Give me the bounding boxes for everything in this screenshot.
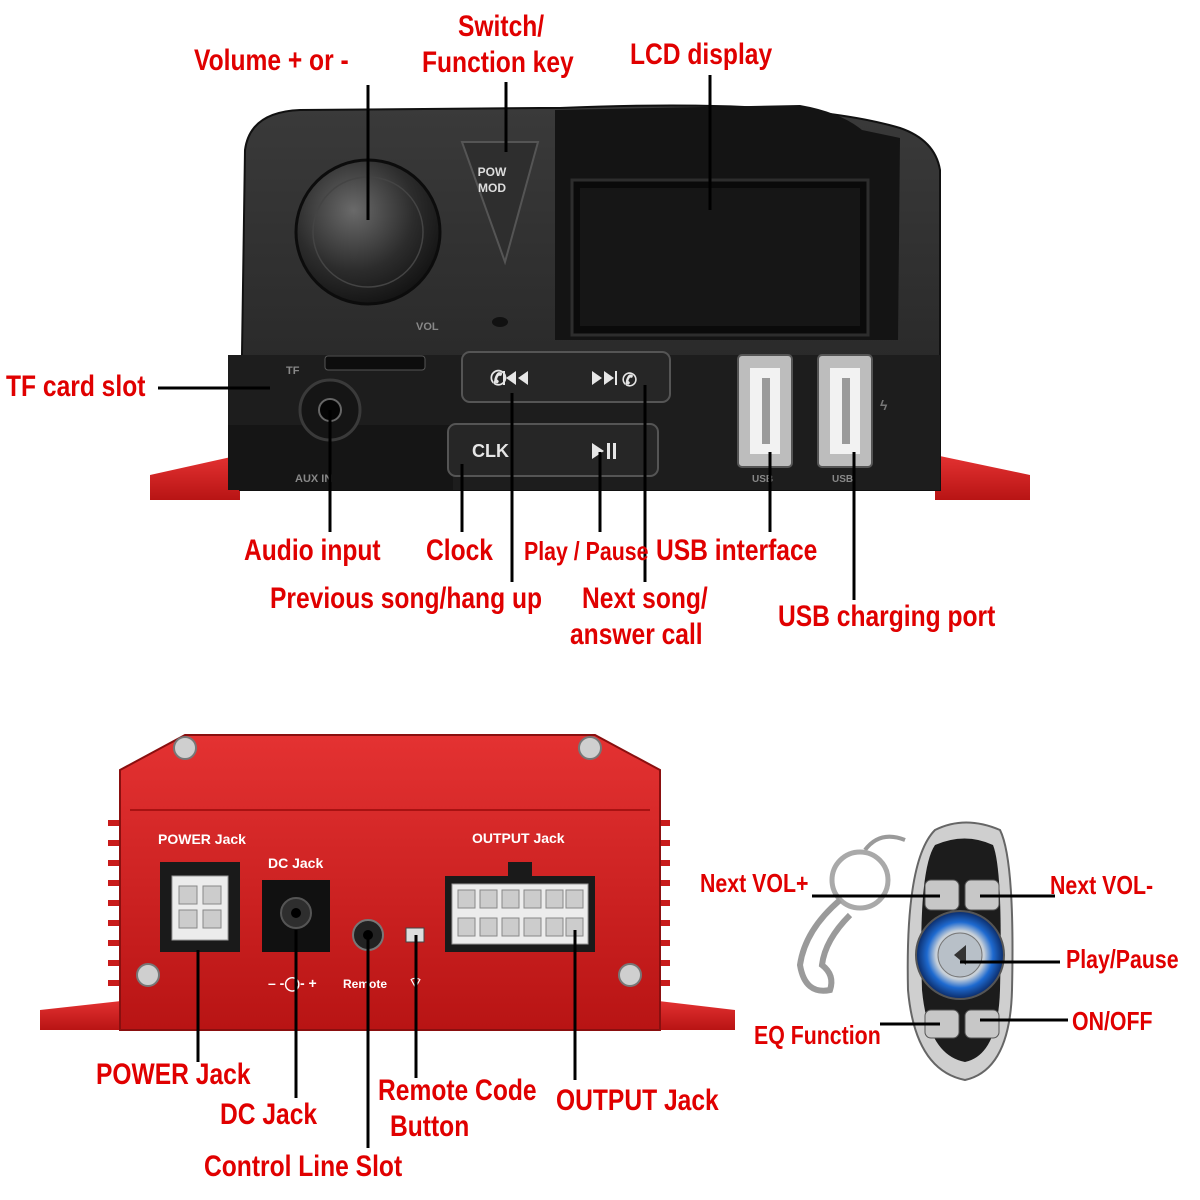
keyring (863, 834, 906, 852)
usb-text-2: USB (832, 474, 853, 485)
label-switch-line1: Switch/ (458, 10, 545, 43)
label-usb-interface: USB interface (656, 534, 818, 567)
label-remote-play-pause: Play/Pause (1066, 944, 1179, 974)
label-control-line: Control Line Slot (204, 1150, 403, 1183)
pow-mod-button[interactable] (460, 141, 540, 266)
screws (136, 736, 642, 987)
tf-text: TF (286, 365, 300, 377)
pow-text: POW (478, 165, 507, 179)
label-clock: Clock (426, 534, 493, 567)
rear-right-flange (650, 1000, 735, 1030)
remote-leader-lines (812, 894, 1068, 1026)
left-mounting-flange (150, 455, 240, 500)
previous-hangup-button[interactable]: ✆ (490, 368, 528, 390)
prev-next-button-bar (461, 351, 671, 403)
dc-jack-print: DC Jack (268, 855, 323, 871)
usb-text-1: USB (752, 474, 773, 485)
label-play-pause: Play / Pause (524, 536, 649, 566)
rear-housing (119, 734, 661, 1031)
prev-track-icon (506, 371, 516, 385)
right-mounting-flange (935, 455, 1030, 500)
aux-text: AUX IN (295, 473, 332, 485)
play-pause-button[interactable] (592, 443, 616, 459)
front-panel: VOL POW MOD TF AUX IN ✆ ✆ (150, 104, 1030, 500)
hangup-icon: ✆ (490, 368, 507, 390)
label-lcd: LCD display (630, 38, 773, 71)
label-dc-jack: DC Jack (220, 1098, 318, 1131)
next-answer-button[interactable]: ✆ (592, 370, 637, 390)
label-next-line2: answer call (570, 618, 703, 651)
indicator-led (492, 317, 508, 327)
play-pause-icon (592, 443, 604, 459)
label-next-line1: Next song/ (582, 582, 708, 615)
dc-polarity-icon: – -◯- + (268, 975, 317, 992)
on-off-button[interactable] (964, 1009, 1000, 1039)
label-remote-line2: Button (390, 1110, 470, 1143)
remote-print: Remote (343, 977, 387, 991)
label-eq-function: EQ Function (754, 1020, 881, 1050)
power-jack-print: POWER Jack (158, 831, 246, 847)
next-track-icon (592, 371, 602, 385)
label-remote-line1: Remote Code (378, 1074, 537, 1107)
label-output-jack: OUTPUT Jack (556, 1084, 719, 1117)
label-usb-charging: USB charging port (778, 600, 996, 633)
remote-play-icon (954, 945, 966, 965)
clk-play-button-bar (447, 423, 659, 477)
label-next-vol-plus: Next VOL+ (700, 868, 809, 898)
label-on-off: ON/OFF (1072, 1006, 1153, 1036)
charge-bolt-icon: ϟ (880, 397, 888, 413)
clk-button[interactable]: CLK (472, 441, 509, 461)
remote-control (796, 821, 1014, 1082)
rear-left-flange (40, 1000, 130, 1030)
label-switch-line2: Function key (422, 46, 574, 79)
lcd-screen (580, 188, 860, 326)
phone-icon: ✆ (622, 370, 637, 390)
vol-text: VOL (416, 321, 439, 333)
heat-sink-fins (108, 820, 670, 986)
key-clip (796, 897, 853, 994)
rear-leader-lines (196, 930, 577, 1148)
label-power-jack: POWER Jack (96, 1058, 251, 1091)
front-leader-lines (158, 75, 856, 600)
rear-panel: POWER Jack DC Jack OUTPUT Jack – -◯- + R… (40, 734, 735, 1031)
label-previous: Previous song/hang up (270, 582, 542, 615)
label-tf-card: TF card slot (6, 370, 146, 403)
label-volume: Volume + or - (194, 44, 349, 77)
label-next-vol-minus: Next VOL- (1050, 870, 1154, 900)
label-audio-input: Audio input (244, 534, 381, 567)
output-jack-print: OUTPUT Jack (472, 830, 565, 846)
tf-card-slot[interactable] (324, 355, 426, 371)
mod-text: MOD (478, 181, 506, 195)
